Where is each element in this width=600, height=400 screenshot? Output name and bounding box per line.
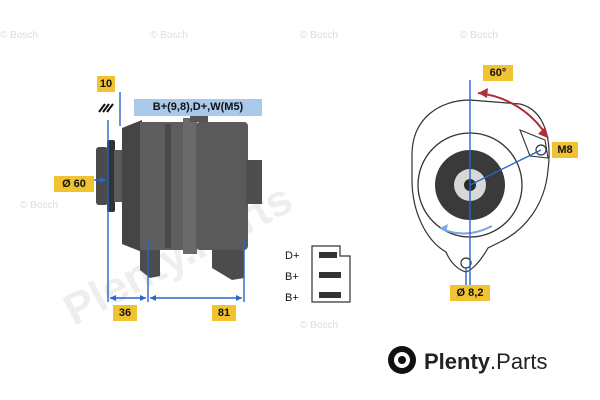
hatch-icon [98,103,114,113]
pin-label-1: D+ [285,250,299,262]
angle-tag: 60° [483,65,513,81]
rear-housing [196,122,248,250]
part-number-tag: 10 [97,76,115,92]
pin-3 [319,292,341,298]
dimension-arrows [100,177,242,301]
pulley-outer [96,147,108,205]
adjust-lug [190,112,208,122]
pin-1 [319,252,337,258]
mount-foot-rear [212,250,244,280]
stator-ring [183,118,197,254]
pin-label-3: B+ [285,292,299,304]
hole-diameter-tag: Ø 8,2 [450,285,490,301]
stator-front [140,122,184,250]
pulley-groove [107,140,115,212]
watermark: © Bosch [460,30,498,41]
brand-logo: Plenty.Parts [390,342,548,382]
stator-rib [165,124,171,248]
brand-name: Plenty.Parts [424,349,548,375]
front-housing [122,120,142,252]
dim-81-tag: 81 [212,305,236,321]
brand-name-bold: Plenty [424,349,491,374]
watermark: © Bosch [0,30,38,41]
terminals-tag: B+(9,8),D+,W(M5) [134,99,262,116]
watermark: © Bosch [20,200,58,211]
angle-ray [469,149,542,186]
watermark: © Bosch [300,320,338,331]
brand-name-rest: .Parts [490,349,548,374]
watermark: © Bosch [300,30,338,41]
brand-gear-icon [388,346,416,374]
pulley-hub [114,150,123,202]
connector-plug [311,245,351,303]
alternator-front-view [411,99,550,273]
rear-bearing-cap [246,160,262,204]
pin-label-2: B+ [285,271,299,283]
alternator-side-view [96,112,262,280]
bolt-tag: M8 [552,142,578,158]
pulley-diameter-tag: Ø 60 [54,176,94,192]
mount-foot-front [140,250,160,278]
watermark: © Bosch [150,30,188,41]
pin-2 [319,272,341,278]
dim-36-tag: 36 [113,305,137,321]
